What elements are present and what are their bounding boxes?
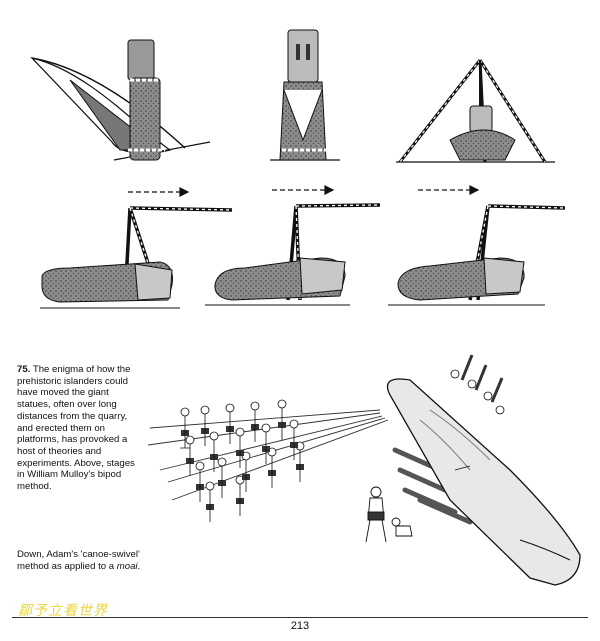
page-rule	[12, 617, 588, 618]
caption-second-italic: moai	[116, 560, 138, 572]
caption-second-lead: Down, Adam's 'canoe-swivel' method as ap…	[17, 549, 140, 572]
page-number: 213	[290, 620, 310, 632]
canoe-swivel-scene	[147, 354, 581, 586]
caption-second-end: .	[137, 560, 141, 572]
caption-text: The enigma of how the prehistoric island…	[17, 364, 135, 493]
panel-top-center-upright	[270, 29, 340, 161]
panel-top-right-tripod	[396, 59, 555, 163]
dog	[391, 517, 413, 537]
watermark: 鄒予立看世界	[18, 603, 108, 619]
rope-lines	[147, 409, 389, 501]
moai-statue	[279, 29, 328, 161]
panel-mid-3	[388, 204, 566, 306]
crew-on-statue	[450, 354, 505, 471]
overseer	[365, 486, 387, 543]
haulers	[180, 399, 305, 522]
moai-statue	[127, 39, 165, 161]
figure-caption: 75. The enigma of how the prehistoric is…	[17, 364, 143, 493]
moai-on-logs	[147, 378, 581, 586]
arrows	[128, 185, 480, 197]
panel-mid-1	[40, 206, 233, 309]
panel-mid-2	[205, 203, 381, 306]
figure-number: 75.	[17, 364, 31, 375]
figure-caption-second: Down, Adam's 'canoe-swivel' method as ap…	[17, 549, 147, 572]
panel-top-left-ramp	[30, 39, 211, 161]
